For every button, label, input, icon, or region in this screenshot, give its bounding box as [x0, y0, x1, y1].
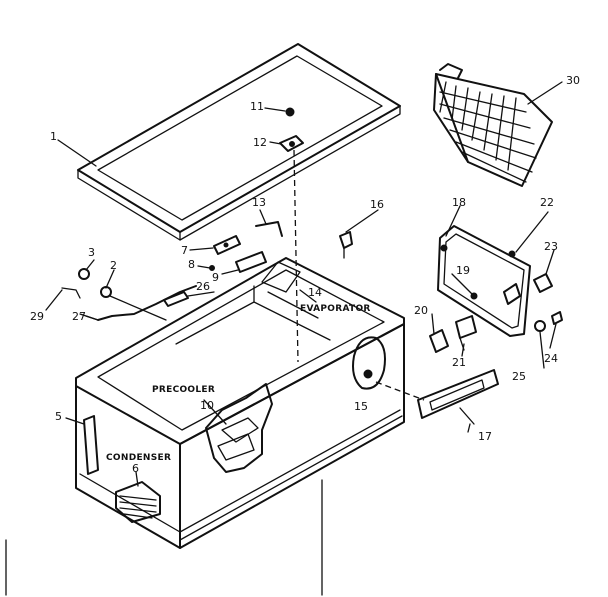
callout-24: 24 [544, 352, 558, 365]
alignment-line-lid [293, 149, 299, 363]
hinge-8-9 [197, 251, 267, 275]
leader-lines [45, 139, 557, 487]
callout-20: 20 [414, 304, 428, 317]
precooler-cutaway [205, 383, 273, 473]
callout-21: 21 [452, 356, 466, 369]
control-bracket [437, 225, 531, 337]
callout-16: 16 [370, 198, 384, 211]
callout-26: 26 [196, 280, 210, 293]
hinge-bracket-7 [189, 235, 241, 255]
callout-9: 9 [212, 271, 219, 284]
side-handle [65, 415, 99, 475]
callout-15: 15 [354, 400, 368, 413]
caption-precooler: PRECOOLER [152, 385, 215, 395]
callout-12: 12 [253, 136, 267, 149]
callout-6: 6 [132, 462, 139, 475]
side-access-panel [352, 336, 386, 390]
wire-basket [433, 63, 563, 187]
evaporator-section [261, 261, 319, 319]
caption-evaporator: EVAPORATOR [300, 304, 371, 314]
callout-14: 14 [308, 286, 322, 299]
screw-16 [339, 231, 353, 259]
cabinet-body [5, 257, 405, 596]
callout-19: 19 [456, 264, 470, 277]
callout-17: 17 [478, 430, 492, 443]
callout-8: 8 [188, 258, 195, 271]
callout-18: 18 [452, 196, 466, 209]
callout-27: 27 [72, 310, 86, 323]
lid-assembly [77, 43, 401, 241]
callout-25: 25 [512, 370, 526, 383]
callout-3: 3 [88, 246, 95, 259]
callout-11: 11 [250, 100, 264, 113]
callout-30: 30 [566, 74, 580, 87]
thermostat-20-21 [429, 315, 477, 353]
callout-10: 10 [200, 399, 214, 412]
callout-22: 22 [540, 196, 554, 209]
parts-2-3 [78, 268, 167, 321]
parts-24-25 [534, 311, 563, 332]
condenser-grille [115, 481, 161, 523]
callout-13: 13 [252, 196, 266, 209]
lid-hinge-bracket [269, 135, 304, 152]
callout-7: 7 [181, 244, 188, 257]
control-panel [417, 369, 499, 425]
callout-2: 2 [110, 259, 117, 272]
callout-23: 23 [544, 240, 558, 253]
callout-5: 5 [55, 410, 62, 423]
alignment-line-control [375, 381, 425, 401]
callout-29: 29 [30, 310, 44, 323]
lid-screw [264, 107, 295, 117]
parts-22-23 [508, 211, 553, 293]
rod-13 [255, 209, 283, 237]
caption-condenser: CONDENSER [106, 453, 171, 463]
callout-labels: 1 2 3 5 6 7 8 9 10 11 12 13 14 15 16 17 … [30, 74, 580, 475]
section-captions: EVAPORATOR PRECOOLER CONDENSER [106, 304, 371, 463]
callout-1: 1 [50, 130, 57, 143]
